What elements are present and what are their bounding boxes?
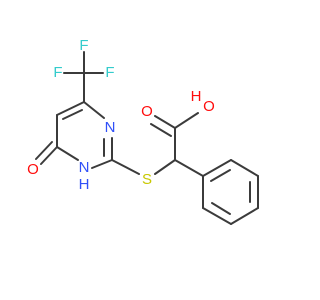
bond-phenyl-5 bbox=[202, 207, 232, 225]
bond-cooh-o-double-inner bbox=[150, 123, 172, 137]
atom-f-top: F bbox=[79, 37, 88, 54]
bond-cooh-o-double-outer bbox=[154, 115, 176, 129]
bond-phenyl-1 bbox=[202, 159, 232, 177]
bond-phenyl-4 bbox=[230, 207, 259, 225]
chemical-structure-diagram: F F F N N H O S O O H bbox=[27, 37, 259, 225]
atom-o-carboxyl-double: O bbox=[141, 103, 153, 120]
bond-group bbox=[35, 51, 259, 225]
bond-keto-c-o-inner bbox=[35, 141, 53, 160]
bond-c2-s bbox=[111, 159, 140, 175]
bond-ring-n1-c2 bbox=[91, 159, 113, 169]
atom-f-right: F bbox=[105, 64, 114, 81]
atom-s-thioether: S bbox=[142, 171, 152, 188]
bond-ring-n3-c4 bbox=[83, 101, 105, 119]
bond-cooh-oh bbox=[174, 112, 199, 129]
bond-phenyl-2 bbox=[230, 159, 259, 177]
atom-label-group: F F F N N H O S O O H bbox=[27, 37, 215, 193]
bond-keto-c-o-outer bbox=[40, 146, 58, 165]
bond-s-ch bbox=[154, 159, 176, 175]
atom-h-ring-nh: H bbox=[79, 176, 90, 193]
bond-ring-c4-c5 bbox=[56, 101, 85, 116]
bond-ring-c6-n1 bbox=[56, 146, 79, 161]
atom-n-ring-top: N bbox=[105, 119, 116, 136]
bond-phenyl-inner-1 bbox=[210, 169, 231, 182]
bond-phenyl-inner-3 bbox=[211, 202, 231, 215]
bond-ring-c4-c5-inner bbox=[62, 109, 83, 120]
atom-h-carboxyl: H bbox=[191, 88, 202, 105]
atom-f-left: F bbox=[53, 64, 62, 81]
atom-n-ring-bottom: N bbox=[79, 159, 90, 176]
bond-ch-phenyl bbox=[174, 159, 204, 177]
atom-o-carboxyl-h: O bbox=[203, 98, 215, 115]
atom-o-keto: O bbox=[27, 161, 39, 178]
